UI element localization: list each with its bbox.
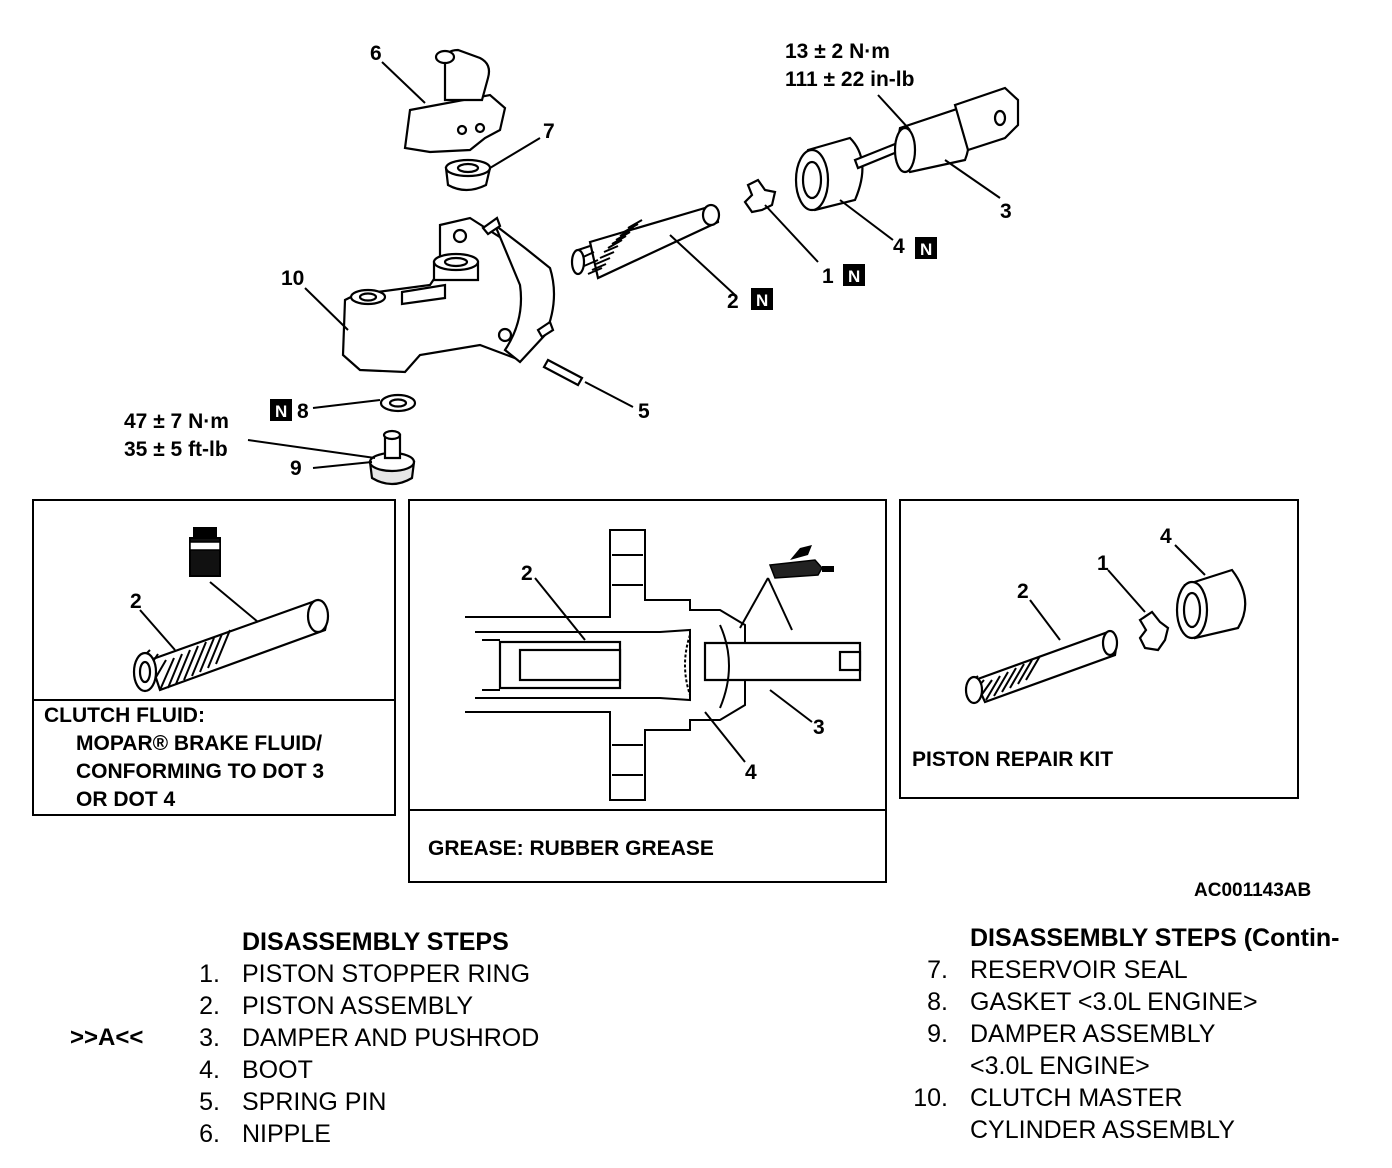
new-part-badge-8: N	[270, 399, 292, 421]
damper-and-pushrod-part-3	[853, 86, 1020, 174]
panel-fluid-callout-2: 2	[130, 590, 142, 613]
step-item: 5.SPRING PIN	[199, 1088, 387, 1116]
step-item: 7.RESERVOIR SEAL	[927, 956, 1188, 984]
grease-gun-icon	[768, 545, 834, 579]
svg-text:N: N	[275, 402, 287, 421]
panel-kit-callout-1: 1	[1097, 552, 1109, 575]
step-item: 3.DAMPER AND PUSHROD	[199, 1024, 540, 1052]
step-item: <3.0L ENGINE>	[970, 1052, 1150, 1080]
callout-8: 8	[297, 400, 309, 423]
spring-pin-part-5	[542, 358, 584, 387]
piston-assembly-fluid-drawing	[132, 598, 330, 693]
step-item: 2.PISTON ASSEMBLY	[199, 992, 474, 1020]
reservoir-seal-part-7	[444, 158, 492, 192]
torque-top-line2: 111 ± 22 in-lb	[785, 68, 914, 91]
callout-1: 1	[822, 265, 834, 288]
exploded-view-diagram: 6 7 10 N 8 9 47	[32, 40, 1311, 900]
step-item: 10.CLUTCH MASTER	[913, 1084, 1183, 1112]
callout-3: 3	[1000, 200, 1012, 223]
cylinder-cross-section	[465, 529, 862, 801]
svg-text:N: N	[756, 291, 768, 310]
panel-grease: 2 3 4 GREASE: RUBBER GREASE	[408, 499, 887, 883]
step-item: 8.GASKET <3.0L ENGINE>	[927, 988, 1258, 1016]
torque-bottom-line2: 35 ± 5 ft-lb	[124, 438, 228, 461]
new-part-badge-1: N	[843, 264, 865, 286]
panel-kit-caption: PISTON REPAIR KIT	[912, 748, 1113, 771]
fluid-bottle-icon	[189, 527, 221, 577]
figure-code: AC001143AB	[1194, 880, 1311, 900]
step-item: CYLINDER ASSEMBLY	[970, 1116, 1235, 1144]
piston-stopper-ring-part-1	[743, 178, 777, 214]
callout-9: 9	[290, 457, 302, 480]
new-part-badge-2: N	[751, 288, 773, 310]
piston-assembly-part-2	[570, 203, 721, 280]
callout-5: 5	[638, 400, 650, 423]
panel-piston-repair-kit: 2 1 4 PISTON REPAIR KIT	[899, 499, 1299, 799]
kit-boot	[1175, 568, 1247, 640]
torque-top-line1: 13 ± 2 N·m	[785, 40, 890, 63]
nipple-part-6	[403, 48, 507, 154]
panel-grease-callout-2: 2	[521, 562, 533, 585]
callout-2: 2	[727, 290, 739, 313]
panel-fluid-heading: CLUTCH FLUID:	[44, 704, 205, 727]
panel-clutch-fluid: 2 CLUTCH FLUID: MOPAR® BRAKE FLUID/ CONF…	[32, 499, 396, 816]
panel-kit-callout-2: 2	[1017, 580, 1029, 603]
clutch-master-cylinder-part-10	[341, 216, 556, 374]
new-part-badge-4: N	[915, 237, 937, 259]
svg-text:N: N	[920, 240, 932, 259]
panel-fluid-line2: CONFORMING TO DOT 3	[76, 760, 324, 783]
panel-grease-callout-3: 3	[813, 716, 825, 739]
damper-assembly-part-9	[368, 429, 416, 486]
procedure-marker: >>A<<	[70, 1024, 144, 1051]
panel-kit-callout-4: 4	[1160, 525, 1172, 548]
step-item: 1.PISTON STOPPER RING	[199, 960, 531, 988]
steps-right: DISASSEMBLY STEPS (Contin- 7.RESERVOIR S…	[908, 922, 1378, 1146]
steps-right-heading: DISASSEMBLY STEPS (Contin-	[970, 924, 1340, 952]
svg-text:N: N	[848, 267, 860, 286]
boot-part-4	[794, 136, 864, 212]
panel-fluid-line3: OR DOT 4	[76, 788, 175, 811]
kit-stopper-ring	[1138, 610, 1170, 652]
torque-bottom-line1: 47 ± 7 N·m	[124, 410, 229, 433]
steps-left-heading: DISASSEMBLY STEPS	[242, 928, 509, 956]
callout-6: 6	[370, 42, 382, 65]
callout-4: 4	[893, 235, 905, 258]
gasket-part-8	[379, 393, 417, 413]
callout-7: 7	[543, 120, 555, 143]
callout-10: 10	[281, 267, 304, 290]
kit-piston-drawing	[964, 629, 1119, 705]
panel-fluid-line1: MOPAR® BRAKE FLUID/	[76, 732, 322, 755]
steps-left: DISASSEMBLY STEPS 1.PISTON STOPPER RING …	[180, 926, 660, 1150]
panel-grease-caption: GREASE: RUBBER GREASE	[428, 837, 714, 860]
step-item: 6.NIPPLE	[199, 1120, 331, 1148]
step-item: 4.BOOT	[199, 1056, 313, 1084]
panel-grease-callout-4: 4	[745, 761, 757, 784]
step-item: 9.DAMPER ASSEMBLY	[927, 1020, 1216, 1048]
